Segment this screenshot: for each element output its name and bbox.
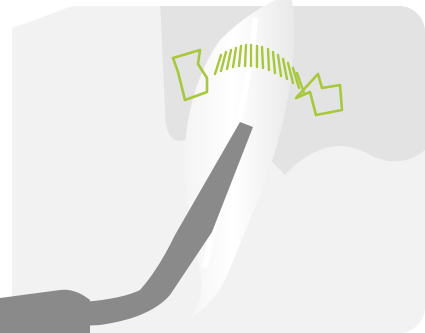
elevator-instrument-handle [0, 290, 90, 333]
